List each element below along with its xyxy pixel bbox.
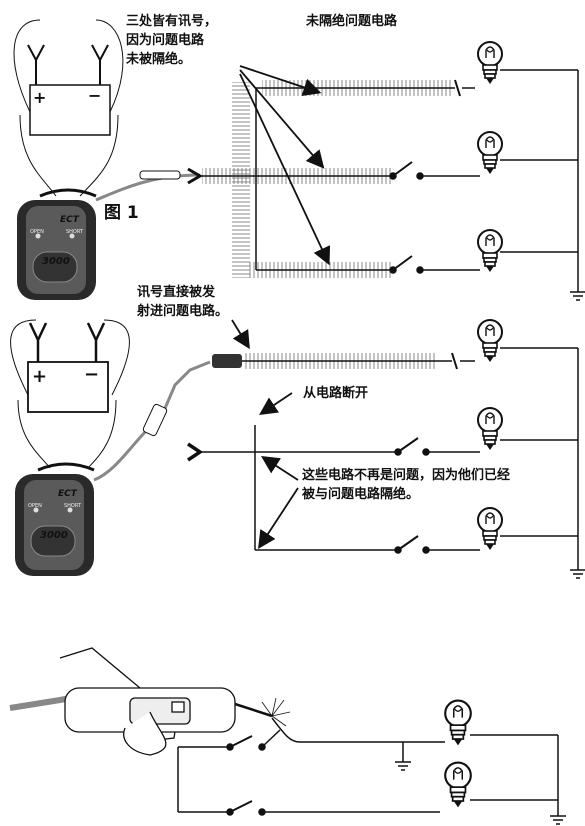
- note-direct-line-1: 讯号直接被发: [137, 285, 216, 300]
- battery-minus-fig2: −: [84, 364, 99, 385]
- ground-icon-fig2: [569, 566, 585, 579]
- note-three-line-2: 因为问题电路: [126, 33, 205, 48]
- note-three-line-1: 三处皆有讯号，: [126, 14, 218, 29]
- note-isolated-line-2: 被与问题电路隔绝。: [302, 487, 420, 502]
- note-three-line-3: 未被隔绝。: [126, 52, 192, 67]
- note-direct-injection: 讯号直接被发 射进问题电路。: [137, 283, 228, 321]
- battery-fig1: + −: [13, 19, 124, 197]
- hand-probe: [9, 647, 273, 756]
- bulb-icon-fig2-low: [477, 507, 503, 551]
- signal-lead-fig1: [95, 173, 201, 202]
- bulb-icon-fig3-top: [444, 699, 472, 747]
- device-open-label-fig2: OPEN: [28, 503, 42, 509]
- device-brand-fig2: ECT: [58, 489, 78, 499]
- device-model-fig2: 3000: [40, 530, 68, 541]
- device-open-label-fig1: OPEN: [30, 229, 44, 235]
- signal-noise-fig1: [202, 80, 452, 278]
- ground-icon-fig3-mid: [394, 758, 412, 771]
- ground-icon-fig3-right: [549, 812, 567, 825]
- ground-icon-fig1: [569, 288, 585, 301]
- battery-plus-fig1: +: [33, 88, 46, 107]
- tester-device-fig2: ECT OPEN SHORT 3000: [15, 354, 242, 576]
- device-model-fig1: 3000: [42, 256, 70, 267]
- battery-fig2: + −: [10, 319, 130, 469]
- figure1-label: 图 1: [104, 203, 139, 223]
- wiring-fig3: [177, 717, 559, 816]
- arrows-fig1: [239, 65, 331, 266]
- battery-minus-fig1: −: [88, 86, 101, 105]
- wiring-fig1: [187, 69, 579, 288]
- note-isolated-line-1: 这些电路不再是问题，因为他们已经: [302, 468, 511, 483]
- device-brand-fig1: ECT: [60, 215, 80, 225]
- spark-icon: [261, 697, 291, 727]
- wiring-fig2: [187, 347, 579, 566]
- arrows-fig2: [231, 319, 299, 550]
- battery-plus-fig2: +: [32, 366, 47, 387]
- bulb-icon-fig1-low: [477, 229, 503, 273]
- bulb-icon-fig2-mid: [477, 407, 503, 451]
- clamp-black-fig1: [91, 44, 109, 85]
- bulb-icon-fig2-top: [477, 319, 503, 363]
- bulb-icon-fig1-top: [477, 41, 503, 85]
- tester-device-fig1: ECT OPEN SHORT 3000: [17, 170, 201, 300]
- bulb-icon-fig1-mid: [477, 131, 503, 175]
- device-short-label-fig1: SHORT: [66, 229, 84, 235]
- note-disconnect: 从电路断开: [303, 386, 369, 401]
- note-isolated: 这些电路不再是问题，因为他们已经 被与问题电路隔绝。: [302, 466, 510, 504]
- clamp-red-fig1: [27, 44, 45, 85]
- device-short-label-fig2: SHORT: [64, 503, 82, 509]
- note-direct-line-2: 射进问题电路。: [137, 304, 229, 319]
- bulb-icon-fig3-low: [444, 761, 472, 809]
- note-three-signals: 三处皆有讯号， 因为问题电路 未被隔绝。: [126, 12, 217, 69]
- note-unisolated: 未隔绝问题电路: [306, 14, 398, 29]
